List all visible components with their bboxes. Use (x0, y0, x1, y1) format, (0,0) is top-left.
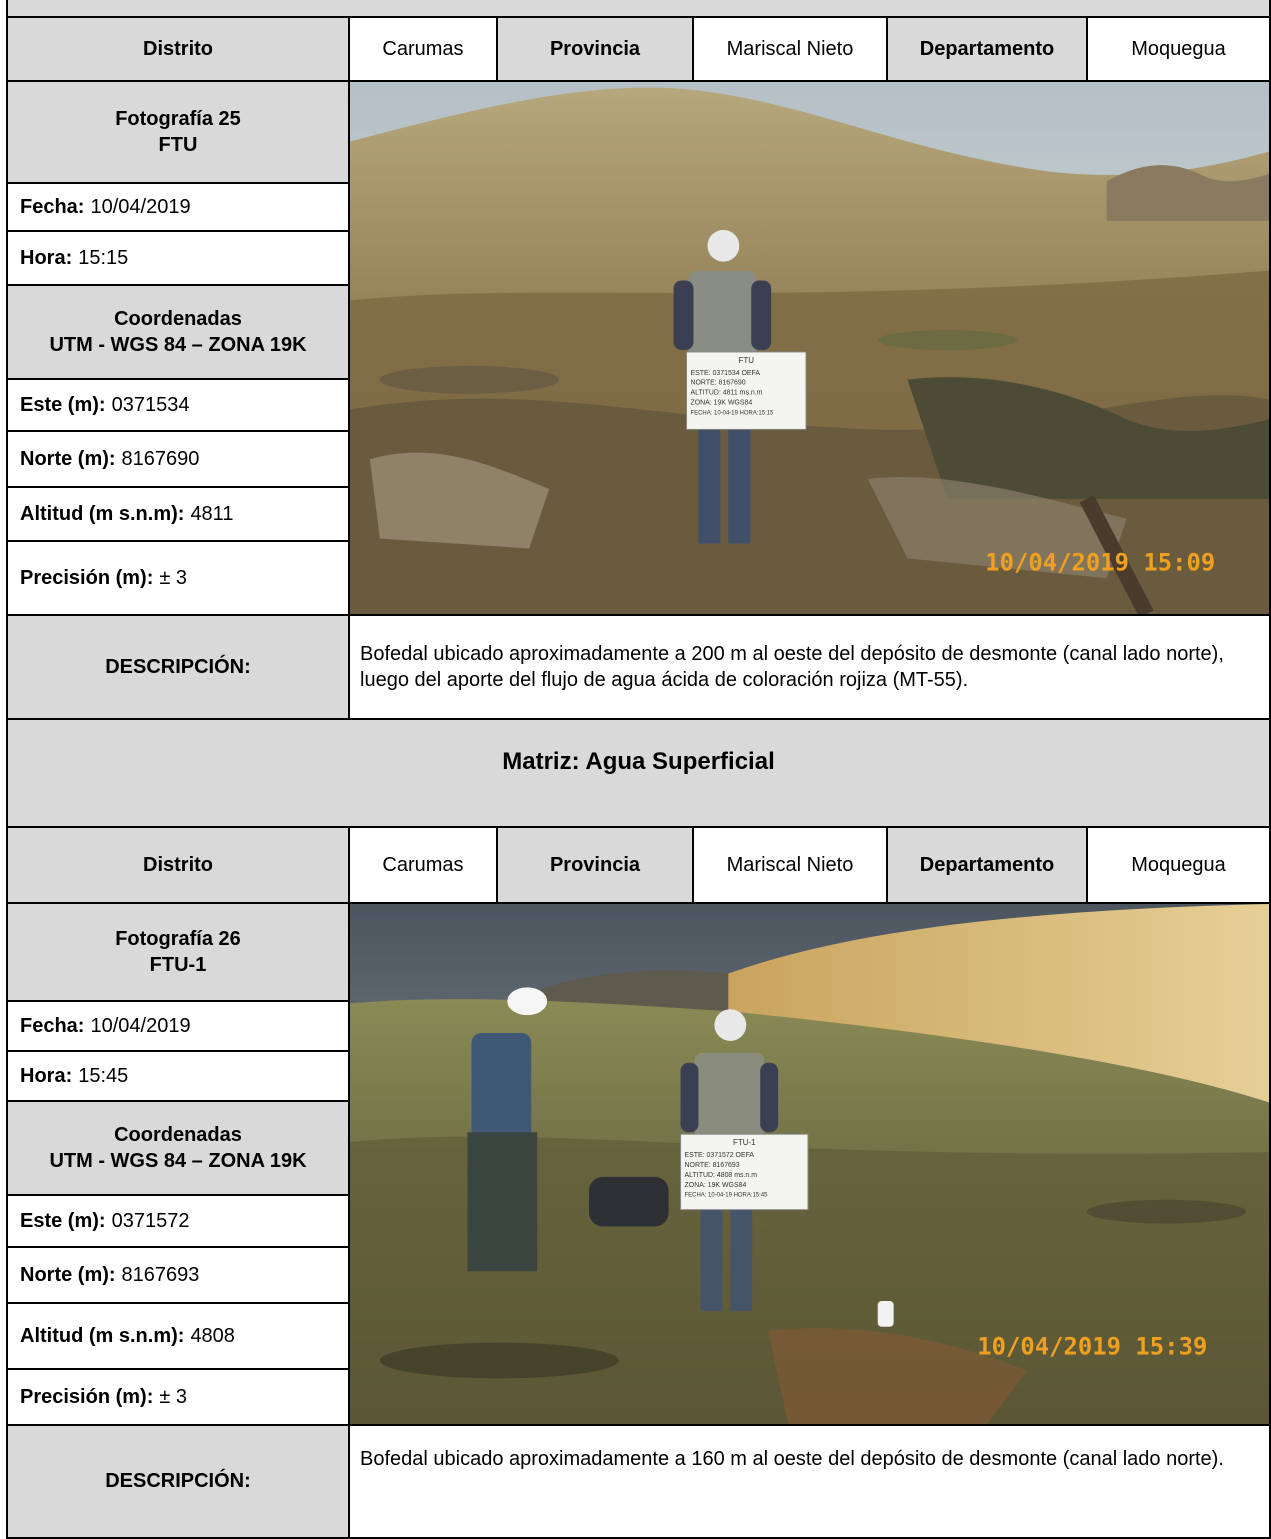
distrito-label: Distrito (6, 826, 350, 904)
norte-cell: Norte (m):8167690 (6, 430, 350, 488)
svg-text:NORTE: 8167690: NORTE: 8167690 (691, 380, 746, 387)
provincia-label: Provincia (496, 16, 694, 82)
photo-26-person-left (467, 987, 548, 1272)
svg-text:NORTE: 8167693: NORTE: 8167693 (685, 1162, 740, 1169)
fecha-cell: Fecha:10/04/2019 (6, 182, 350, 232)
photo-26-person-right (680, 1009, 779, 1311)
provincia-value: Mariscal Nieto (692, 16, 888, 82)
departamento-label: Departamento (886, 16, 1088, 82)
altitud-cell: Altitud (m s.n.m):4808 (6, 1302, 350, 1370)
photo-title: Fotografía 26 (115, 928, 241, 950)
altitud-value: 4808 (190, 1324, 235, 1347)
photo-code: FTU-1 (149, 954, 207, 976)
coords-cell: Coordenadas UTM - WGS 84 – ZONA 19K (6, 284, 350, 380)
descripcion-text: Bofedal ubicado aproximadamente a 160 m … (348, 1424, 1271, 1539)
departamento-value: Moquegua (1086, 826, 1271, 904)
altitud-cell: Altitud (m s.n.m):4811 (6, 486, 350, 542)
descripcion-label: DESCRIPCIÓN: (6, 1424, 350, 1539)
svg-text:ESTE: 0371534 OEFA: ESTE: 0371534 OEFA (691, 370, 761, 377)
precision-cell: Precisión (m):± 3 (6, 1368, 350, 1426)
photo-26-sample-bottle (877, 1300, 894, 1327)
photo-25-landscape: FTU ESTE: 0371534 OEFA NORTE: 8167690 AL… (350, 82, 1269, 614)
coords-system: UTM - WGS 84 – ZONA 19K (49, 1150, 307, 1172)
este-label: Este (m): (20, 393, 106, 416)
coords-system: UTM - WGS 84 – ZONA 19K (49, 334, 307, 356)
svg-text:FECHA: 10-04-19 HORA:15:15: FECHA: 10-04-19 HORA:15:15 (691, 411, 775, 417)
provincia-value: Mariscal Nieto (692, 826, 888, 904)
fecha-cell: Fecha:10/04/2019 (6, 1000, 350, 1052)
fecha-label: Fecha: (20, 1014, 85, 1037)
este-value: 0371534 (111, 393, 190, 416)
photo-26-backpack (588, 1176, 669, 1227)
matriz-heading: Matriz: Agua Superficial (6, 718, 1271, 828)
hora-value: 15:45 (78, 1064, 129, 1087)
distrito-value: Carumas (348, 16, 498, 82)
hora-cell: Hora:15:45 (6, 1050, 350, 1102)
este-label: Este (m): (20, 1209, 106, 1232)
precision-label: Precisión (m): (20, 1385, 154, 1408)
photo-title: Fotografía 25 (115, 108, 241, 130)
photo-25-person (673, 229, 772, 544)
svg-text:FECHA: 10-04-19 HORA:15:45: FECHA: 10-04-19 HORA:15:45 (685, 1193, 769, 1199)
departamento-value: Moquegua (1086, 16, 1271, 82)
photo-25-sign: FTU ESTE: 0371534 OEFA NORTE: 8167690 AL… (686, 351, 807, 430)
coords-cell: Coordenadas UTM - WGS 84 – ZONA 19K (6, 1100, 350, 1196)
altitud-value: 4811 (190, 502, 234, 525)
norte-value: 8167690 (121, 447, 200, 470)
precision-value: ± 3 (159, 1385, 188, 1408)
este-cell: Este (m):0371534 (6, 378, 350, 432)
photo-25: FTU ESTE: 0371534 OEFA NORTE: 8167690 AL… (348, 80, 1271, 616)
descripcion-label: DESCRIPCIÓN: (6, 614, 350, 720)
precision-value: ± 3 (159, 566, 188, 589)
photo-title-cell: Fotografía 26 FTU-1 (6, 902, 350, 1002)
provincia-label: Provincia (496, 826, 694, 904)
coords-title: Coordenadas (114, 308, 242, 330)
departamento-label: Departamento (886, 826, 1088, 904)
hora-value: 15:15 (78, 246, 129, 269)
svg-text:ZONA: 19K WGS84: ZONA: 19K WGS84 (685, 1182, 747, 1189)
photo-code: FTU (158, 134, 198, 156)
photo-25-timestamp: 10/04/2019 15:09 (985, 548, 1215, 576)
fecha-value: 10/04/2019 (90, 195, 191, 218)
photo-26-timestamp: 10/04/2019 15:39 (977, 1333, 1207, 1361)
este-cell: Este (m):0371572 (6, 1194, 350, 1248)
hora-label: Hora: (20, 1064, 73, 1087)
svg-text:ALTITUD: 4811 ms.n.m: ALTITUD: 4811 ms.n.m (691, 390, 763, 397)
photo-26-sign: FTU-1 ESTE: 0371572 OEFA NORTE: 8167693 … (680, 1133, 809, 1211)
fecha-value: 10/04/2019 (90, 1014, 191, 1037)
fecha-label: Fecha: (20, 195, 85, 218)
svg-text:FTU: FTU (739, 356, 755, 365)
descripcion-text: Bofedal ubicado aproximadamente a 200 m … (348, 614, 1271, 720)
coords-title: Coordenadas (114, 1124, 242, 1146)
norte-label: Norte (m): (20, 447, 116, 470)
photo-26: FTU-1 ESTE: 0371572 OEFA NORTE: 8167693 … (348, 902, 1271, 1426)
hora-cell: Hora:15:15 (6, 230, 350, 286)
precision-label: Precisión (m): (20, 566, 154, 589)
svg-text:ZONA: 19K WGS84: ZONA: 19K WGS84 (691, 400, 753, 407)
photo-26-landscape: FTU-1 ESTE: 0371572 OEFA NORTE: 8167693 … (350, 904, 1269, 1424)
svg-text:ESTE: 0371572 OEFA: ESTE: 0371572 OEFA (685, 1152, 755, 1159)
norte-value: 8167693 (121, 1263, 200, 1286)
este-value: 0371572 (111, 1209, 190, 1232)
photo-title-cell: Fotografía 25 FTU (6, 80, 350, 184)
hora-label: Hora: (20, 246, 73, 269)
svg-text:ALTITUD: 4808 ms.n.m: ALTITUD: 4808 ms.n.m (685, 1172, 758, 1179)
distrito-label: Distrito (6, 16, 350, 82)
distrito-value: Carumas (348, 826, 498, 904)
svg-text:FTU-1: FTU-1 (733, 1138, 756, 1147)
norte-label: Norte (m): (20, 1263, 116, 1286)
norte-cell: Norte (m):8167693 (6, 1246, 350, 1304)
altitud-label: Altitud (m s.n.m): (20, 1324, 185, 1347)
precision-cell: Precisión (m):± 3 (6, 540, 350, 616)
altitud-label: Altitud (m s.n.m): (20, 502, 185, 525)
